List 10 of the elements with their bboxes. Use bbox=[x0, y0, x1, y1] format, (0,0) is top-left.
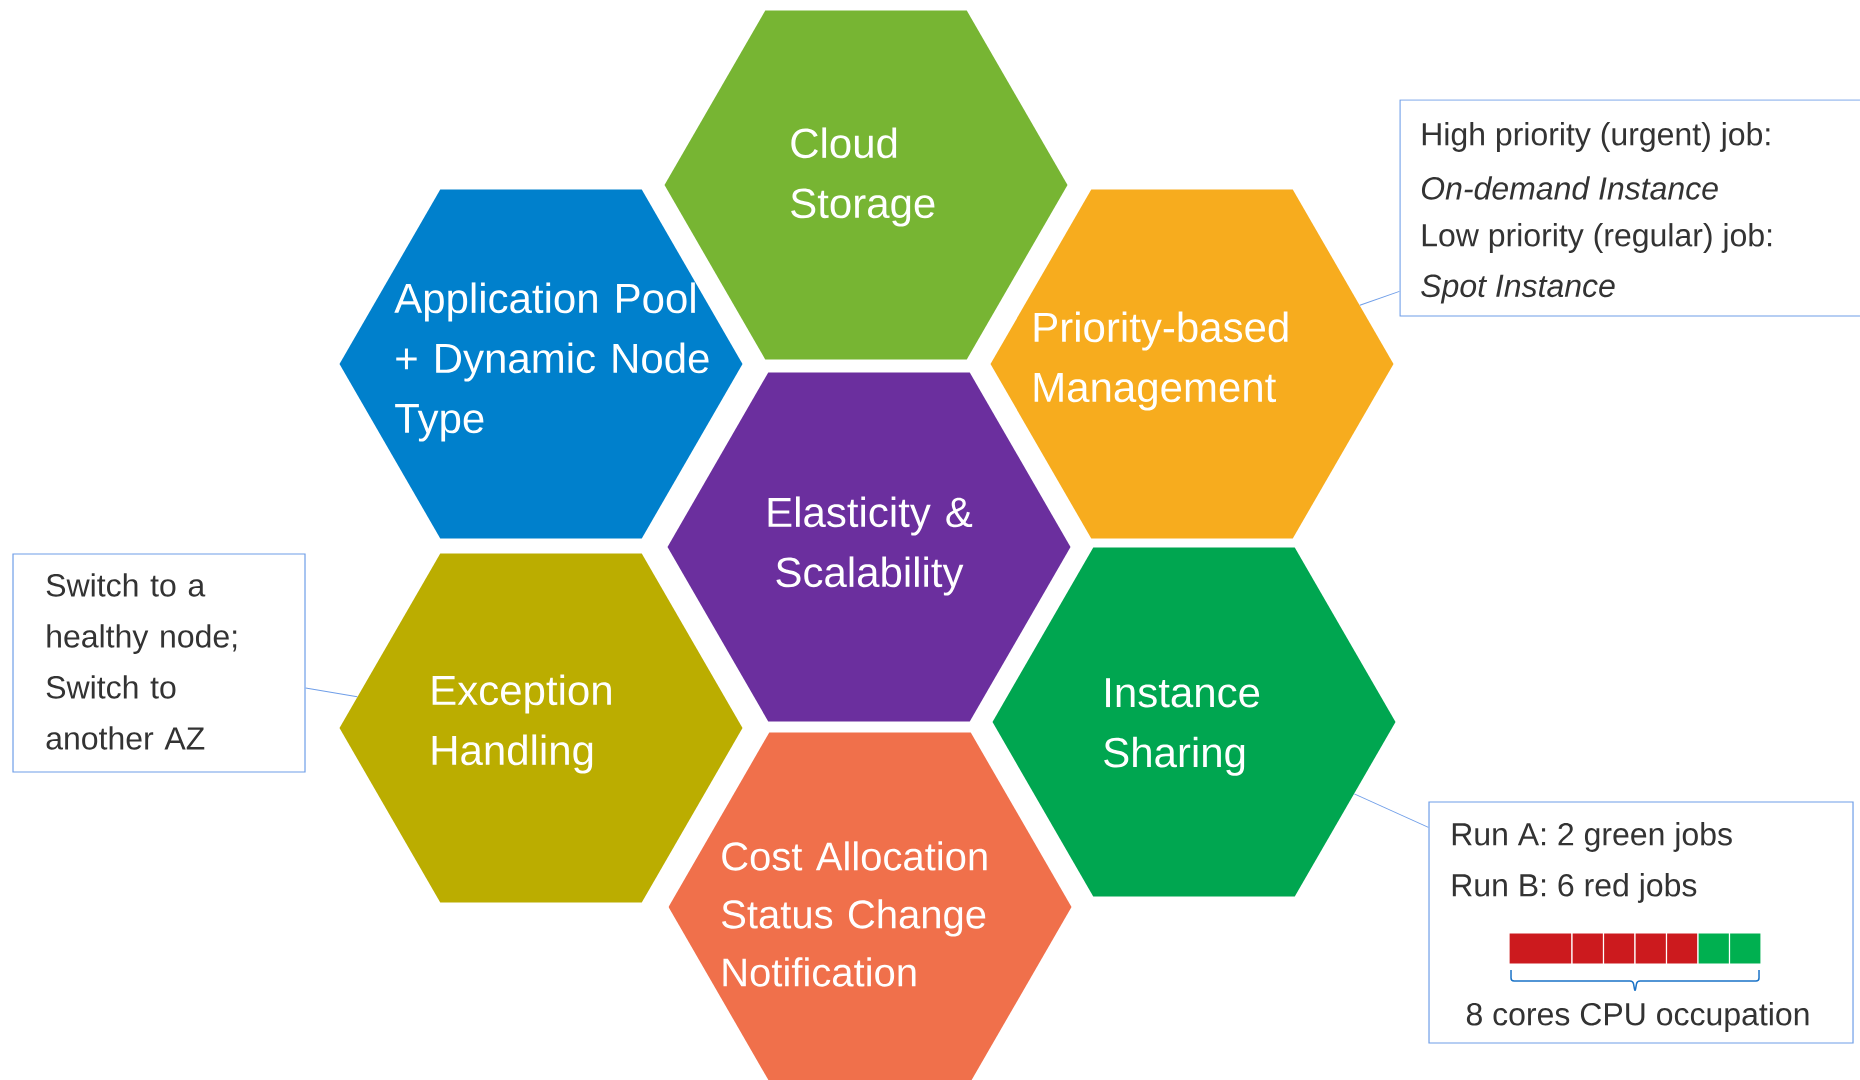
callout-box: Switch to a healthy node; Switch to another AZ bbox=[12, 553, 306, 773]
leader-line bbox=[1359, 290, 1400, 306]
callout-box: Run A: 2 green jobs Run B: 6 red jobs 8 cores CPU occupation bbox=[1428, 801, 1854, 1044]
callout-box: High priority (urgent) job: On-demand Instance Low priority (regular) job: Spot Instance bbox=[1399, 99, 1860, 317]
hexagon: Cost Allocation Status Change Notification bbox=[668, 732, 1072, 1080]
hexagon: Application Pool + Dynamic Node Type bbox=[339, 189, 743, 539]
hexagon: Priority-based Management bbox=[990, 189, 1394, 539]
hexagon: Instance Sharing bbox=[992, 547, 1396, 897]
leader-line bbox=[1353, 793, 1429, 828]
leader-line bbox=[305, 687, 358, 698]
